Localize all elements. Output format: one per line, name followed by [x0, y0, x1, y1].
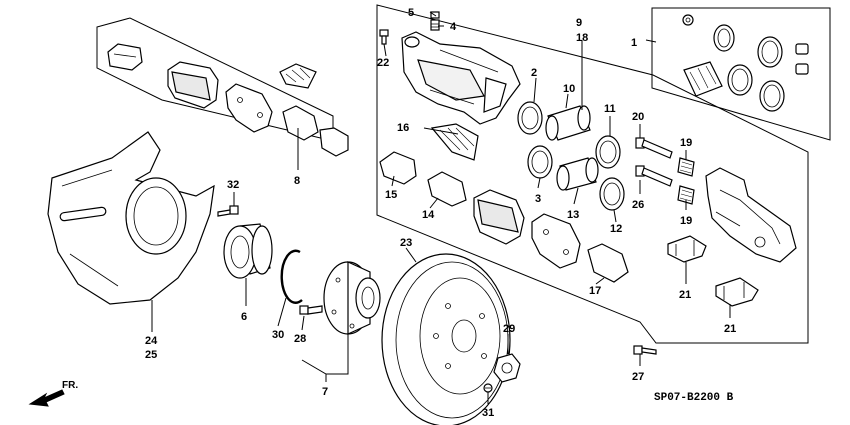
callout-9: 9: [576, 17, 582, 29]
brake-pad-set-lower: [379, 151, 629, 283]
bolt-27: [633, 345, 657, 355]
callout-11: 11: [604, 103, 616, 115]
splash-shield: [47, 131, 215, 305]
callout-15: 15: [385, 189, 397, 201]
callout-24: 24: [145, 335, 158, 347]
bleeder-screw: [430, 11, 440, 31]
callout-21b: 21: [724, 323, 736, 335]
callout-31: 31: [482, 407, 494, 419]
brake-pad-set-8: [107, 43, 349, 157]
callout-labels: 1 2 3 4 5 6 7 8 9 10 11 12 13 14 15 16 1…: [145, 7, 736, 419]
caliper-seal-kit: [682, 14, 809, 112]
brake-disc: [381, 253, 511, 425]
callout-17: 17: [589, 285, 601, 297]
wheel-hub: [299, 261, 381, 335]
callout-23: 23: [400, 237, 412, 249]
bolt-22: [379, 29, 389, 45]
callout-7: 7: [322, 386, 328, 398]
callout-5: 5: [408, 7, 414, 19]
callout-28: 28: [294, 333, 306, 345]
callout-4: 4: [450, 21, 457, 33]
callout-26: 26: [632, 199, 644, 211]
callout-10: 10: [563, 83, 575, 95]
caliper-bracket: [705, 167, 797, 263]
anti-squeal-shim-16: [430, 123, 479, 161]
hub-nut: [493, 353, 521, 383]
callout-6: 6: [241, 311, 247, 323]
callout-13: 13: [567, 209, 579, 221]
callout-32: 32: [227, 179, 239, 191]
caliper-group-frame: [376, 4, 809, 344]
snap-ring: [280, 249, 303, 304]
callout-14: 14: [422, 209, 435, 221]
hub-bearing: [223, 223, 273, 279]
callout-19b: 19: [680, 215, 692, 227]
callout-30: 30: [272, 329, 284, 341]
callout-27: 27: [632, 371, 644, 383]
seal-kit-frame: [651, 7, 831, 141]
slide-pins: [635, 137, 695, 205]
reference-code: SP07-B2200 B: [654, 392, 734, 404]
callout-12: 12: [610, 223, 622, 235]
callout-8: 8: [294, 175, 300, 187]
callout-1: 1: [631, 37, 637, 49]
callout-21a: 21: [679, 289, 691, 301]
callout-3: 3: [535, 193, 541, 205]
callout-25: 25: [145, 349, 157, 361]
callout-19a: 19: [680, 137, 692, 149]
callout-18: 18: [576, 32, 588, 44]
piston-seals-and-pistons: [517, 101, 625, 211]
callout-22: 22: [377, 57, 389, 69]
pad-retainer-clips: [667, 235, 759, 307]
bolt-32: [217, 205, 239, 217]
front-label: FR.: [62, 380, 78, 391]
callout-20: 20: [632, 111, 644, 123]
callout-16: 16: [397, 122, 409, 134]
callout-29: 29: [503, 323, 515, 335]
disc-screw: [483, 383, 493, 393]
callout-2: 2: [531, 67, 537, 79]
leader-lines: [151, 11, 731, 404]
caliper-body: [401, 31, 521, 125]
front-direction-arrow: FR.: [28, 380, 78, 407]
